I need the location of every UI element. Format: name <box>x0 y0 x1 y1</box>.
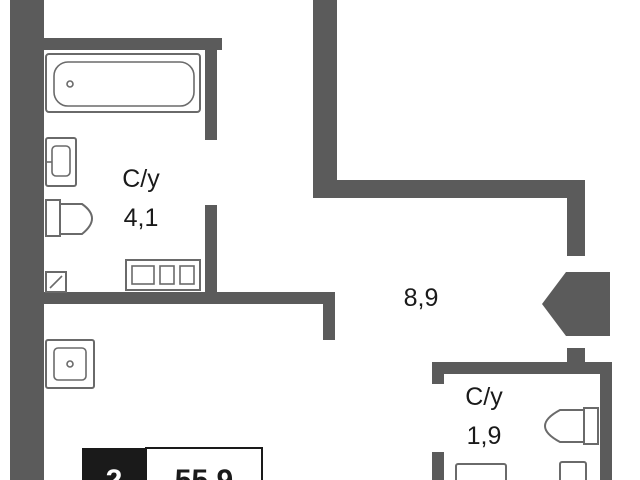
entrance-door-icon <box>542 272 610 336</box>
badge-area-box <box>145 447 263 480</box>
room-area-bathroom-2: 1,9 <box>467 422 502 450</box>
badge-total-area: 55,9 <box>175 464 233 480</box>
apartment-badge: 2 55,9 <box>82 447 263 480</box>
bathtub-icon <box>45 53 201 113</box>
wall-center-vertical <box>313 0 337 198</box>
wall-bath1-right-lower <box>205 205 217 298</box>
toilet-icon <box>45 199 93 237</box>
wall-hall-top <box>313 180 585 198</box>
wall-bath1-bottom <box>40 292 335 304</box>
wall-bath2-left <box>432 362 444 384</box>
wall-left-outer <box>10 0 44 480</box>
wall-bath2-left-lower <box>432 452 444 480</box>
badge-rooms-count: 2 <box>106 464 123 480</box>
toilet-icon <box>544 407 599 445</box>
walls <box>10 0 612 480</box>
wall-right-upper <box>567 180 585 256</box>
wall-bath2-top <box>432 362 612 374</box>
washing-machine-icon <box>45 271 67 293</box>
wall-kitchen-stub <box>323 292 335 340</box>
wall-bath2-right <box>600 362 612 480</box>
room-name-bathroom-1: С/у <box>122 165 160 193</box>
wall-bath1-top <box>40 38 222 50</box>
room-area-bathroom-1: 4,1 <box>124 204 159 232</box>
room-area-hallway: 8,9 <box>404 284 439 312</box>
sink-icon <box>45 339 95 389</box>
kitchen-sink-icon <box>125 259 201 291</box>
badge-rooms-box <box>82 448 146 480</box>
room-name-bathroom-2: С/у <box>465 383 503 411</box>
sink-icon <box>45 137 77 187</box>
wall-bath1-right-upper <box>205 38 217 140</box>
sink-icon <box>455 461 587 480</box>
